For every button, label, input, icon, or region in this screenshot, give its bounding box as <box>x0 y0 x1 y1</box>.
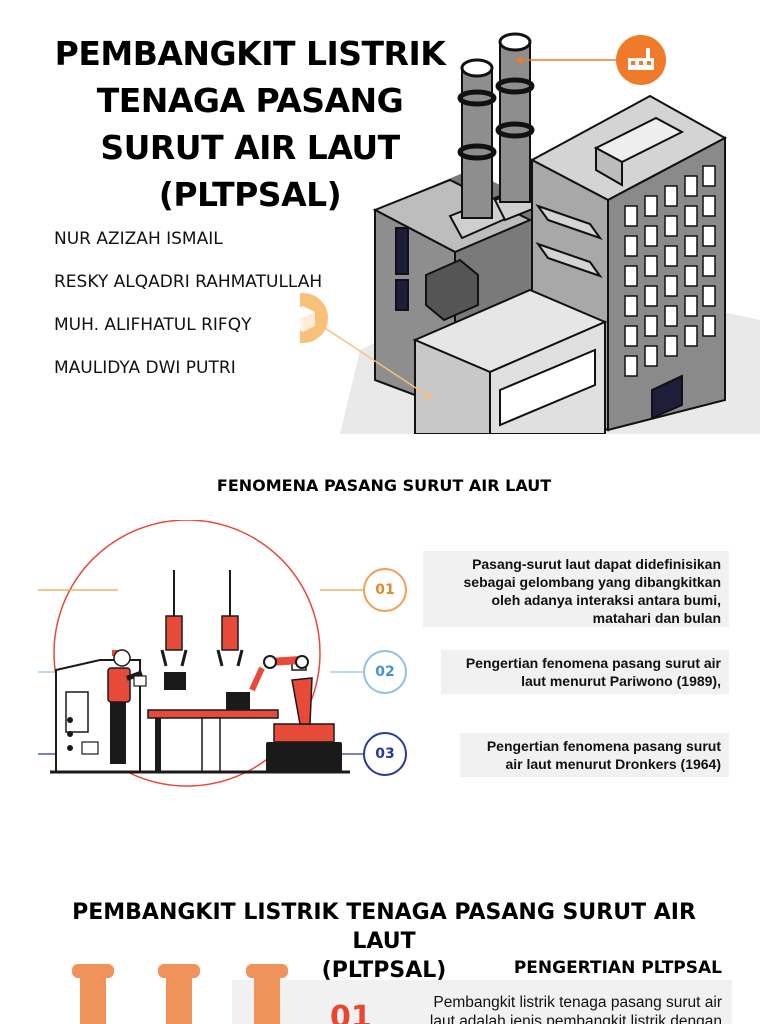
definition-number: 01 <box>330 1000 372 1024</box>
point-text-3: Pengertian fenomena pasang surut air lau… <box>460 733 729 777</box>
pltpsal-subheading: PENGERTIAN PLTPSAL <box>513 958 722 978</box>
pltpsal-heading-line-2: (PLTPSAL) <box>321 958 447 983</box>
title-line-3: SURUT AIR LAUT <box>100 128 400 167</box>
title-line-1: PEMBANGKIT LISTRIK <box>54 34 446 73</box>
pltpsal-heading-line-1: PEMBANGKIT LISTRIK TENAGA PASANG SURUT A… <box>72 900 696 954</box>
factory-icon <box>616 35 666 85</box>
author-name: NUR AZIZAH ISMAIL <box>54 229 223 249</box>
phenomena-heading: FENOMENA PASANG SURUT AIR LAUT <box>216 476 552 495</box>
definition-text-line-1: Pembangkit listrik tenaga pasang surut a… <box>433 994 722 1011</box>
title-line-2: TENAGA PASANG <box>96 81 404 120</box>
factory-illustration <box>300 32 760 434</box>
author-name: RESKY ALQADRI RAHMATULLAH <box>54 272 323 292</box>
author-name: MUH. ALIFHATUL RIFQY <box>54 315 252 335</box>
point-text-2: Pengertian fenomena pasang surut air lau… <box>441 650 729 694</box>
definition-text-line-2: laut adalah jenis pembangkit listrik den… <box>429 1013 722 1024</box>
point-number-2: 02 <box>363 650 407 694</box>
package-icon <box>300 293 328 343</box>
page-title: PEMBANGKIT LISTRIK TENAGA PASANG SURUT A… <box>40 30 460 218</box>
definition-box <box>232 980 732 1024</box>
robot-lab-illustration <box>38 520 364 787</box>
point-number-3: 03 <box>363 732 407 776</box>
author-name: MAULIDYA DWI PUTRI <box>54 358 236 378</box>
point-text-1: Pasang-surut laut dapat didefinisikan se… <box>423 551 729 627</box>
author-list: NUR AZIZAH ISMAIL RESKY ALQADRI RAHMATUL… <box>54 228 374 400</box>
point-number-1: 01 <box>363 568 407 612</box>
title-line-4: (PLTPSAL) <box>158 175 342 214</box>
pltpsal-heading: PEMBANGKIT LISTRIK TENAGA PASANG SURUT A… <box>40 898 728 985</box>
pipes-illustration <box>72 964 288 1024</box>
definition-text: Pembangkit listrik tenaga pasang surut a… <box>390 993 722 1024</box>
